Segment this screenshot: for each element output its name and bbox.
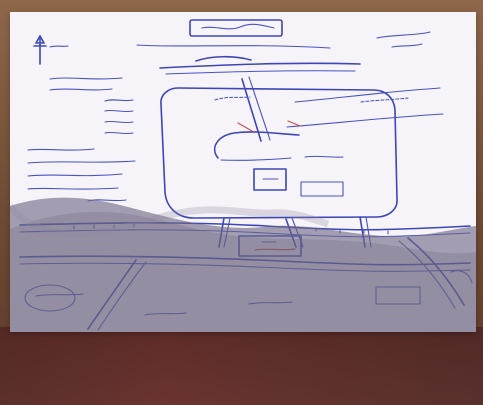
top-right-scribble-2 [391, 43, 423, 48]
southwest-road-edge [97, 261, 147, 331]
south-connector-left-edge [223, 217, 231, 248]
upper-road-edge [165, 70, 356, 75]
south-connector-left [218, 217, 225, 248]
subtitle-scribble [136, 44, 331, 49]
southeast-road-edge [398, 240, 456, 309]
left-note-10 [27, 187, 119, 190]
south-connector-east-edge [365, 216, 372, 248]
left-note-9 [27, 173, 123, 177]
left-note-11 [87, 199, 127, 202]
left-note-8 [27, 160, 136, 164]
upper-road [159, 62, 361, 69]
main-east-west-road [19, 222, 471, 231]
left-note-1 [49, 77, 123, 80]
right-dashed-route [360, 97, 409, 103]
bottom-left-circle [24, 284, 76, 312]
hand-drawn-map-paper [10, 12, 476, 332]
right-road [286, 113, 444, 128]
southwest-road [87, 259, 137, 330]
sketch-canvas [19, 19, 473, 331]
lower-red-text [254, 248, 296, 251]
inner-building [253, 168, 287, 191]
left-note-5 [104, 120, 134, 124]
table-edge [0, 327, 483, 405]
inner-road-base [220, 157, 292, 161]
road-ticks-left [73, 223, 135, 231]
title-box [189, 19, 283, 37]
upper-right-road [294, 87, 441, 103]
left-note-3 [104, 99, 134, 102]
north-south-road-right [248, 76, 271, 141]
inner-label-scribble [304, 155, 344, 158]
title-scribble [201, 23, 275, 30]
bottom-left-note [35, 293, 84, 297]
red-mark-2 [287, 120, 301, 127]
top-right-scribble [376, 31, 431, 39]
upper-junction [195, 55, 252, 62]
bottom-right-box [375, 286, 421, 305]
inner-building-label-box [300, 181, 344, 197]
lower-building [238, 235, 302, 257]
bottom-center-note [144, 312, 187, 316]
main-enclosure [160, 87, 398, 219]
inner-curved-road [213, 131, 300, 159]
north-note [49, 45, 69, 48]
red-mark-1 [237, 122, 253, 132]
upper-dashed-route [214, 96, 251, 101]
left-note-7 [27, 148, 95, 151]
north-arrow-head [35, 35, 45, 44]
bottom-middle-note [248, 301, 293, 305]
left-note-4 [104, 109, 134, 113]
left-note-2 [49, 88, 113, 91]
left-note-6 [104, 131, 134, 135]
bottom-right-arc [450, 270, 473, 284]
